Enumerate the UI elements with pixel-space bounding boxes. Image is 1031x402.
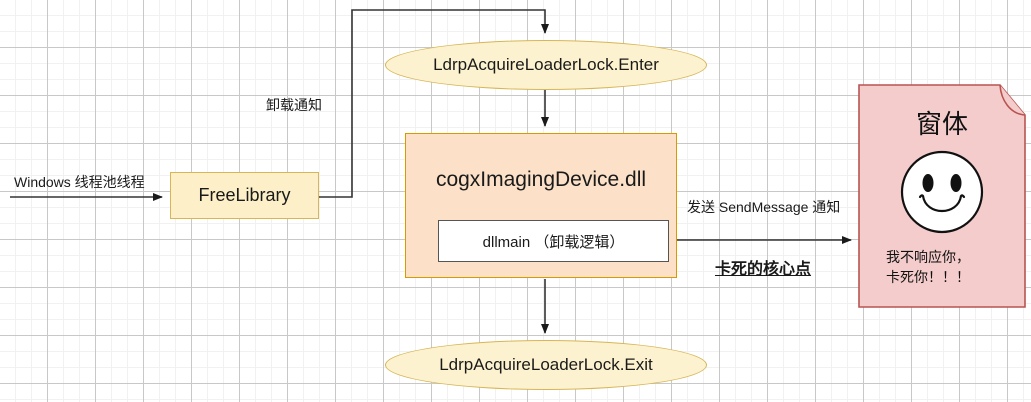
note-body-line-1: 我不响应你， [886,249,970,265]
edge-label-unload-notice: 卸载通知 [266,97,322,113]
edge-label-send-message: 发送 SendMessage 通知 [687,199,841,215]
node-loader-lock-enter[interactable]: LdrpAcquireLoaderLock.Enter [385,40,707,90]
smiley-face-icon [900,150,984,234]
node-loader-lock-exit-label: LdrpAcquireLoaderLock.Exit [439,355,653,374]
note-title: 窗体 [915,109,968,139]
node-free-library[interactable]: FreeLibrary [170,172,319,219]
node-dll-module[interactable]: cogxImagingDevice.dll dllmain （卸载逻辑） [405,133,677,278]
node-dllmain[interactable]: dllmain （卸载逻辑） [438,220,669,262]
edge-label-core-point: 卡死的核心点 [715,261,812,278]
node-dll-module-label: cogxImagingDevice.dll [435,168,647,191]
edge-label-windows-thread: Windows 线程池线程 [14,174,145,190]
note-body: 我不响应你， 卡死你！！！ [886,247,970,287]
node-dllmain-label: dllmain （卸载逻辑） [482,233,625,251]
node-loader-lock-exit[interactable]: LdrpAcquireLoaderLock.Exit [385,340,707,390]
node-loader-lock-enter-label: LdrpAcquireLoaderLock.Enter [433,55,659,74]
node-window-note[interactable]: 窗体 我不响应你， 卡死你！！！ [858,84,1026,308]
note-body-line-2: 卡死你！！！ [886,269,970,285]
node-free-library-label: FreeLibrary [198,185,291,205]
